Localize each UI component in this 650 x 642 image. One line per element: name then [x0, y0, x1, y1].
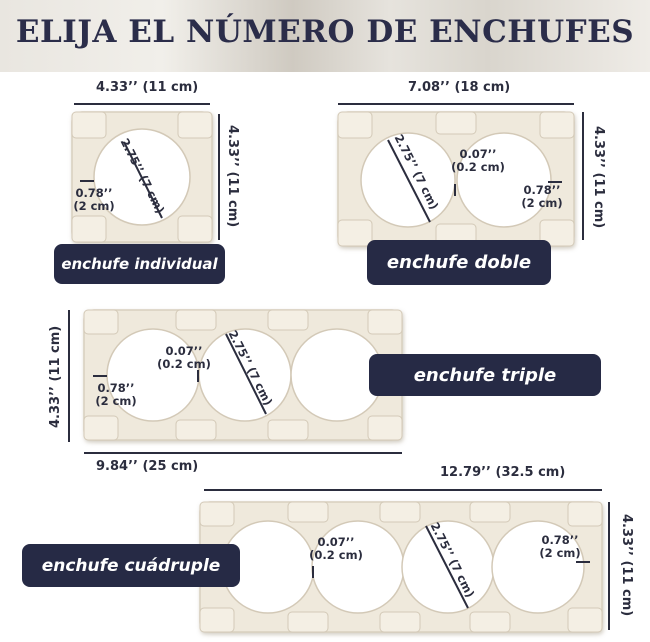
quad-width-label: 12.79’’ (32.5 cm) [440, 465, 566, 480]
double-width-line [338, 103, 574, 105]
double-label: enchufe doble [367, 240, 551, 285]
triple-height-line [68, 310, 70, 442]
double-height-line [582, 112, 584, 240]
single-width-label: 4.33’’ (11 cm) [96, 80, 199, 95]
double-width-label: 7.08’’ (18 cm) [408, 80, 511, 95]
single-width-line [74, 103, 210, 105]
double-gap-label: 0.07’’ (0.2 cm) [451, 147, 505, 174]
double-margin-label: 0.78’’ (2 cm) [521, 183, 563, 210]
triple-gap-label: 0.07’’ (0.2 cm) [157, 344, 211, 371]
quad-label: enchufe cuádruple [22, 544, 240, 587]
quad-height-line [608, 502, 610, 630]
triple-width-line [84, 452, 402, 454]
header-banner [0, 0, 650, 72]
single-label: enchufe individual [54, 244, 225, 284]
quad-height-label: 4.33’’ (11 cm) [619, 514, 634, 617]
single-height-line [218, 114, 220, 240]
triple-margin-label: 0.78’’ (2 cm) [95, 381, 137, 408]
triple-label: enchufe triple [369, 354, 601, 396]
triple-height-label: 4.33’’ (11 cm) [48, 325, 63, 428]
triple-width-label: 9.84’’ (25 cm) [96, 459, 199, 474]
single-height-label: 4.33’’ (11 cm) [225, 125, 240, 228]
quad-width-line [204, 489, 602, 491]
page-title: ELIJA EL NÚMERO DE ENCHUFES [15, 14, 635, 50]
quad-gap-label: 0.07’’ (0.2 cm) [309, 535, 363, 562]
quad-margin-label: 0.78’’ (2 cm) [539, 533, 581, 560]
single-margin-label: 0.78’’ (2 cm) [73, 186, 115, 213]
double-height-label: 4.33’’ (11 cm) [591, 126, 606, 229]
